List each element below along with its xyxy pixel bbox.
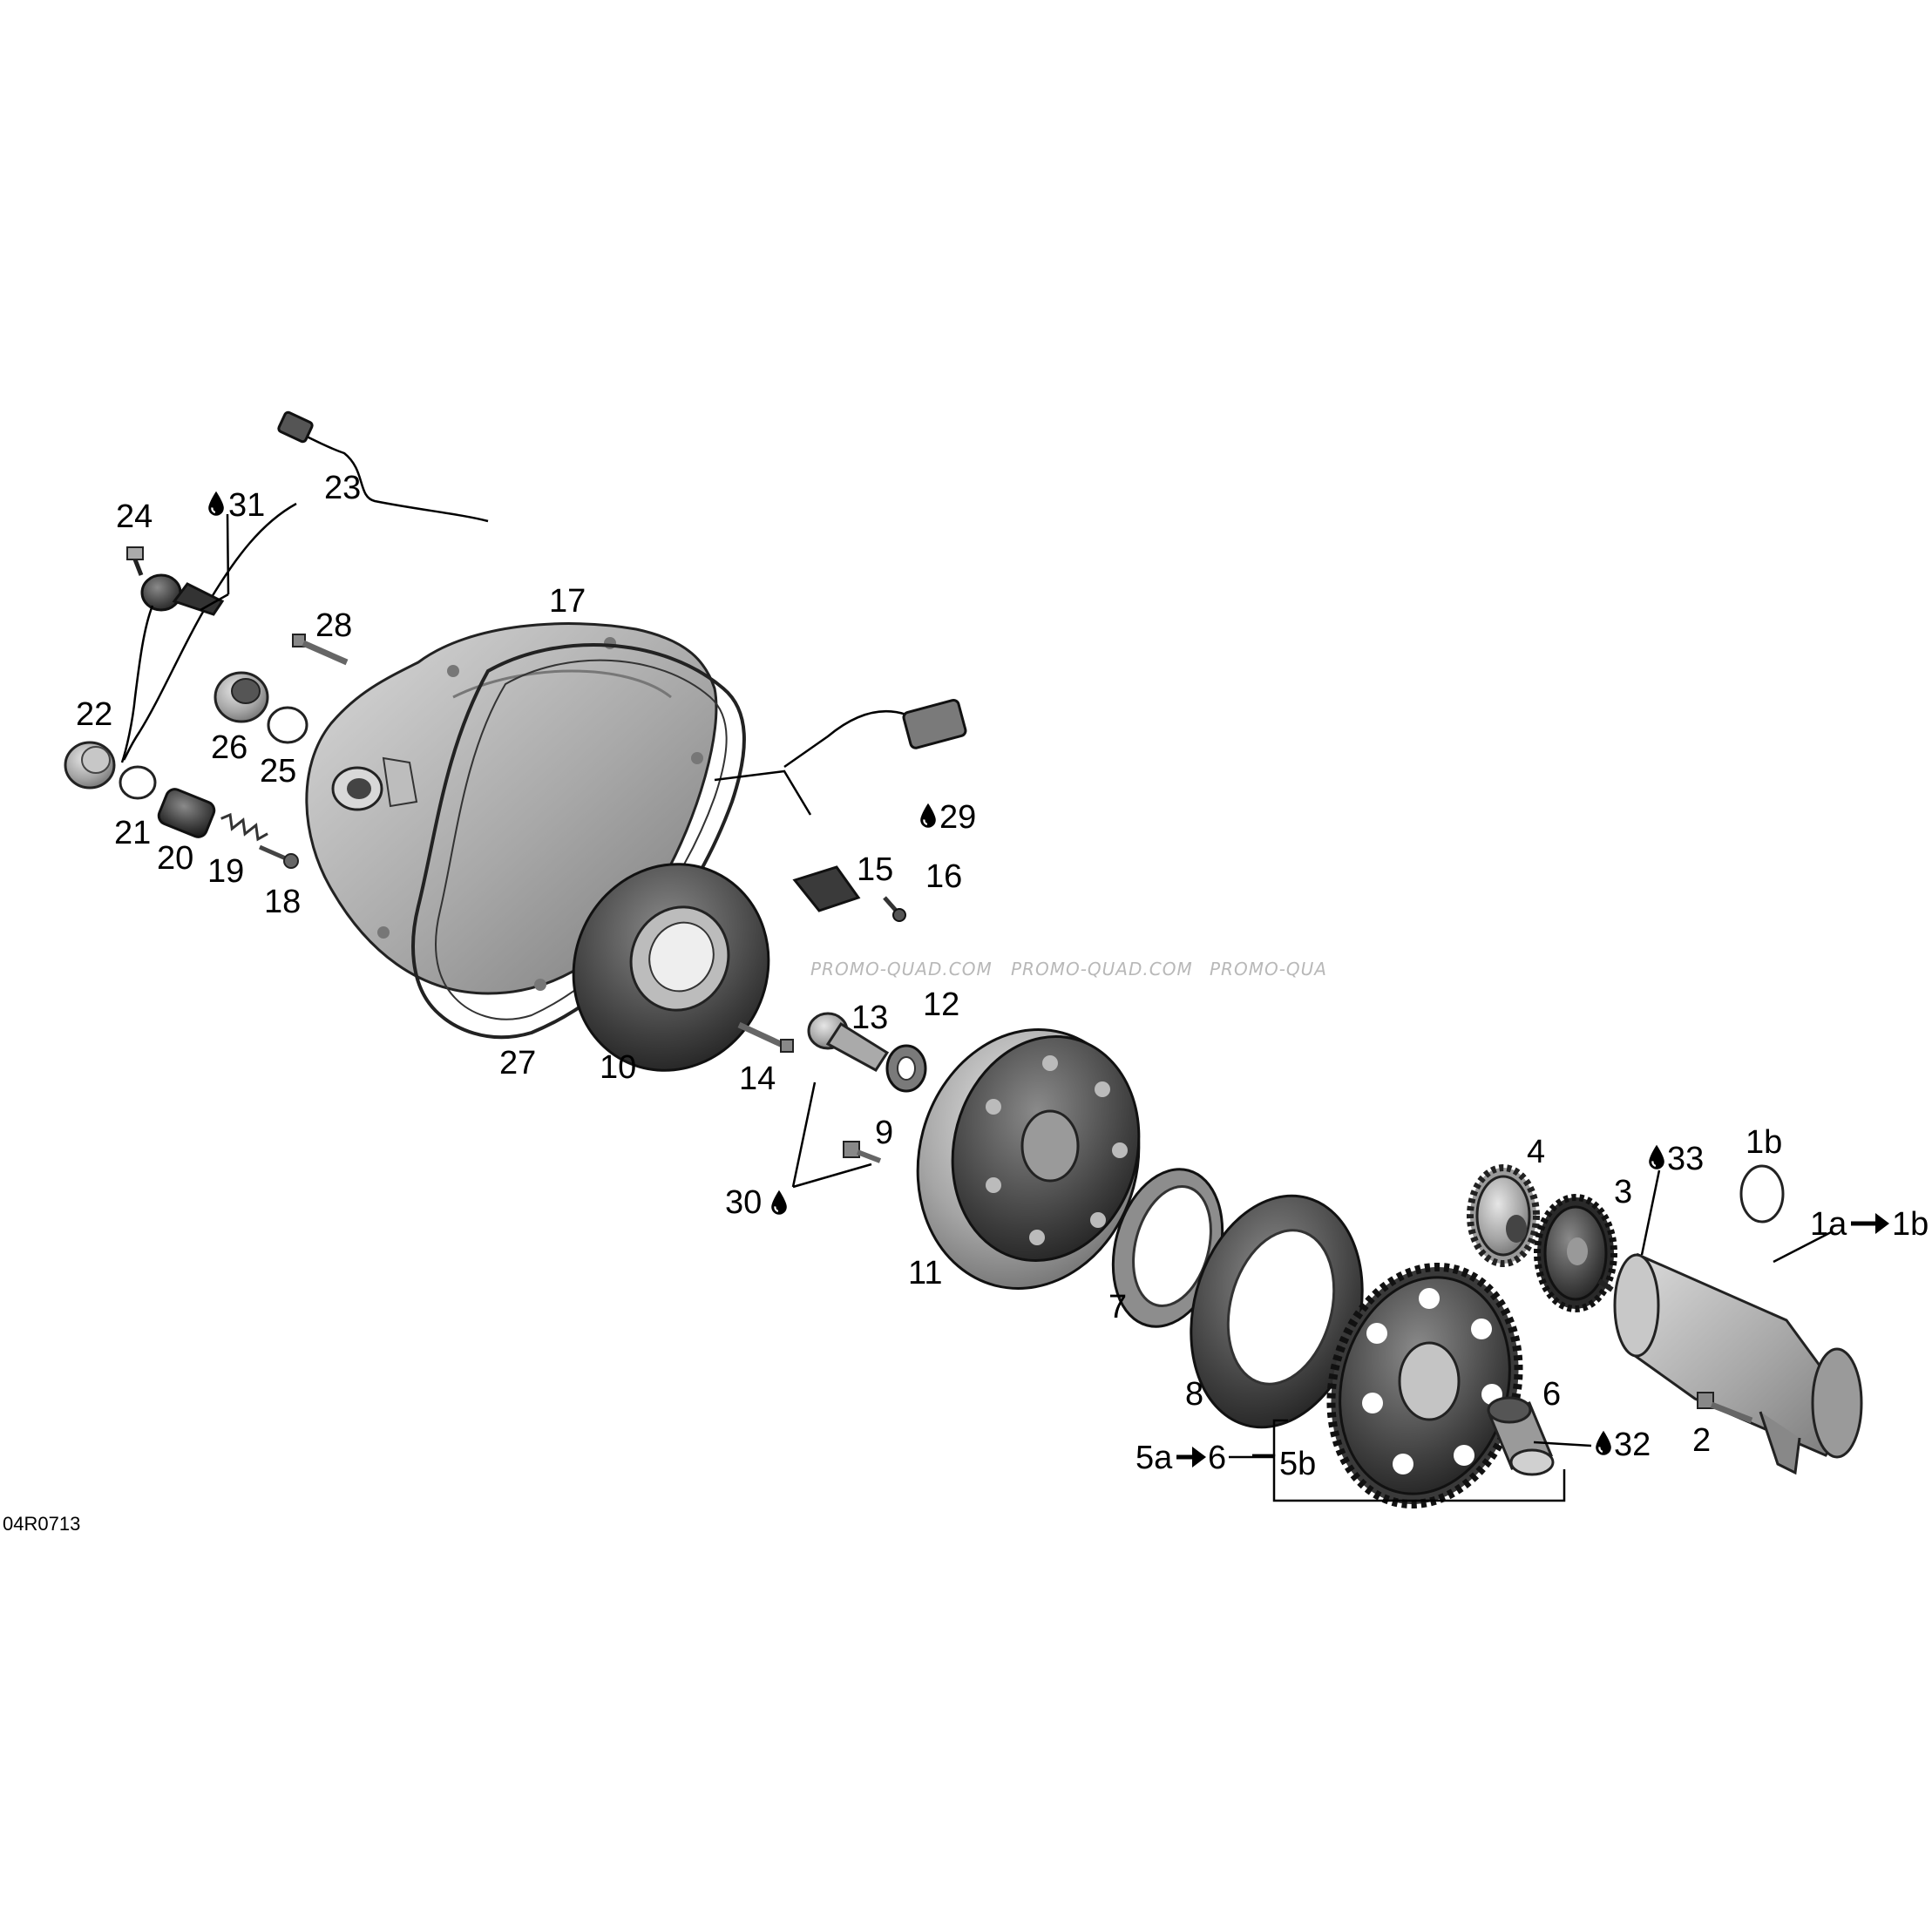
label-31: 31	[228, 487, 265, 524]
label-32: 32	[1614, 1427, 1651, 1463]
diagram-code: 04R0713	[3, 1513, 80, 1535]
label-4: 4	[1527, 1134, 1545, 1170]
part-20-plunger	[157, 788, 216, 838]
oil-drop-icon-31	[207, 490, 225, 517]
oil-drop-icon-29	[919, 802, 937, 829]
watermark-3: PROMO-QUA	[1210, 959, 1327, 980]
label-20: 20	[157, 840, 193, 877]
part-16-screw	[883, 896, 906, 922]
part-24-bolt	[126, 546, 144, 576]
label-5b: 5b	[1279, 1446, 1316, 1482]
part-11-rotor	[916, 1028, 1141, 1290]
label-1a: 1a	[1810, 1206, 1847, 1243]
label-28: 28	[315, 607, 352, 644]
oil-drop-icon-30	[770, 1189, 788, 1216]
part-5b-gear	[1326, 1262, 1523, 1509]
label-30: 30	[725, 1184, 762, 1221]
label-1b: 1b	[1746, 1124, 1782, 1161]
watermark-2: PROMO-QUAD.COM	[1011, 959, 1193, 980]
label-23: 23	[324, 470, 361, 506]
part-6-bushing	[1487, 1396, 1555, 1476]
right-arrow-icon-1a	[1851, 1213, 1889, 1234]
label-26: 26	[211, 729, 247, 766]
label-11: 11	[908, 1255, 942, 1291]
label-5a: 5a	[1135, 1440, 1173, 1476]
part-31-sensor	[120, 573, 225, 763]
part-19-spring	[220, 812, 268, 842]
part-8-plate	[1190, 1194, 1364, 1429]
label-14: 14	[739, 1061, 776, 1097]
label-24: 24	[116, 498, 153, 535]
part-15-harness-clamp	[714, 699, 967, 912]
part-14-bolt	[737, 1021, 794, 1053]
label-17: 17	[549, 583, 586, 620]
part-3-drive-gear	[1534, 1194, 1617, 1312]
label-13: 13	[851, 1000, 888, 1036]
label-33: 33	[1667, 1141, 1704, 1177]
part-23-harness	[122, 410, 489, 761]
part-9-bolt	[843, 1141, 882, 1163]
label-25: 25	[260, 753, 296, 790]
callout-labels: 1a 1b 1b 2 3 4 5a 6 5b 6 7 8 9 10 11 12 …	[76, 470, 1929, 1482]
label-12: 12	[923, 986, 959, 1023]
label-5a-target: 6	[1208, 1440, 1226, 1476]
part-25-o-ring	[267, 706, 308, 744]
part-21-o-ring	[119, 765, 157, 800]
part-4-idler-gear	[1467, 1164, 1540, 1267]
part-13-bolt	[807, 1012, 890, 1072]
label-1a-target: 1b	[1892, 1206, 1929, 1243]
watermark-1: PROMO-QUAD.COM	[810, 959, 993, 980]
label-7: 7	[1108, 1289, 1127, 1325]
label-15: 15	[857, 851, 893, 888]
part-2-bolt	[1697, 1392, 1753, 1424]
part-12-washer	[885, 1044, 927, 1093]
part-1b-o-ring	[1739, 1164, 1785, 1224]
label-19: 19	[207, 853, 244, 890]
label-10: 10	[600, 1049, 636, 1086]
label-21: 21	[114, 815, 151, 851]
label-6: 6	[1542, 1376, 1561, 1413]
leader-lines	[200, 513, 1834, 1502]
right-arrow-icon-5a	[1176, 1447, 1206, 1468]
label-18: 18	[264, 884, 301, 920]
label-29: 29	[939, 799, 976, 836]
label-8: 8	[1185, 1376, 1203, 1413]
part-26-plug	[214, 671, 269, 723]
label-27: 27	[499, 1045, 536, 1081]
part-28-bolt	[292, 634, 349, 666]
oil-drop-icon-32	[1595, 1429, 1612, 1456]
part-10-stator	[572, 863, 770, 1072]
label-9: 9	[875, 1115, 893, 1151]
oil-drop-icon-33	[1648, 1143, 1665, 1170]
part-18-bolt	[258, 844, 299, 869]
part-22-cap	[64, 741, 116, 790]
label-2: 2	[1692, 1422, 1711, 1459]
label-22: 22	[76, 696, 112, 733]
part-1a-starter-motor	[1597, 1252, 1863, 1475]
label-16: 16	[925, 858, 962, 895]
label-3: 3	[1614, 1174, 1632, 1210]
